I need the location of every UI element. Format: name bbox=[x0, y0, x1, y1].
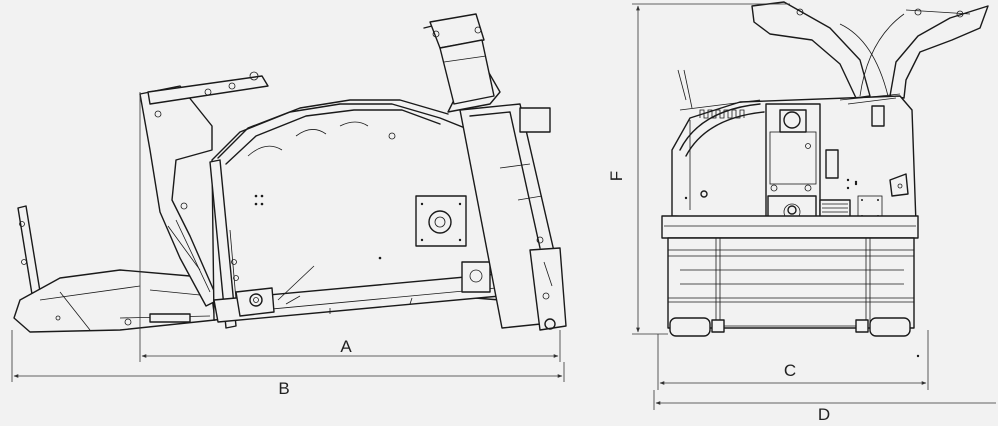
front-view: F C D bbox=[607, 1, 996, 424]
dimension-a-label: A bbox=[340, 337, 352, 356]
dimension-c-label: C bbox=[784, 361, 796, 380]
front-housing bbox=[671, 69, 917, 237]
dimension-c: C bbox=[657, 330, 929, 390]
dimension-b: B bbox=[11, 330, 565, 398]
discharge-chute bbox=[459, 103, 567, 331]
dimension-f-label: F bbox=[607, 171, 626, 181]
main-housing bbox=[209, 99, 501, 329]
upper-arms bbox=[751, 1, 989, 99]
dimension-a: A bbox=[139, 92, 561, 362]
dimension-d: D bbox=[653, 390, 996, 424]
upper-spout bbox=[423, 13, 501, 113]
dimension-d-label: D bbox=[818, 405, 830, 424]
dimension-f: F bbox=[607, 3, 790, 335]
base-shoe bbox=[13, 269, 216, 333]
side-view: A B bbox=[11, 13, 567, 398]
dimension-b-label: B bbox=[278, 379, 289, 398]
lower-frame bbox=[661, 215, 920, 358]
rear-arm bbox=[139, 71, 269, 307]
